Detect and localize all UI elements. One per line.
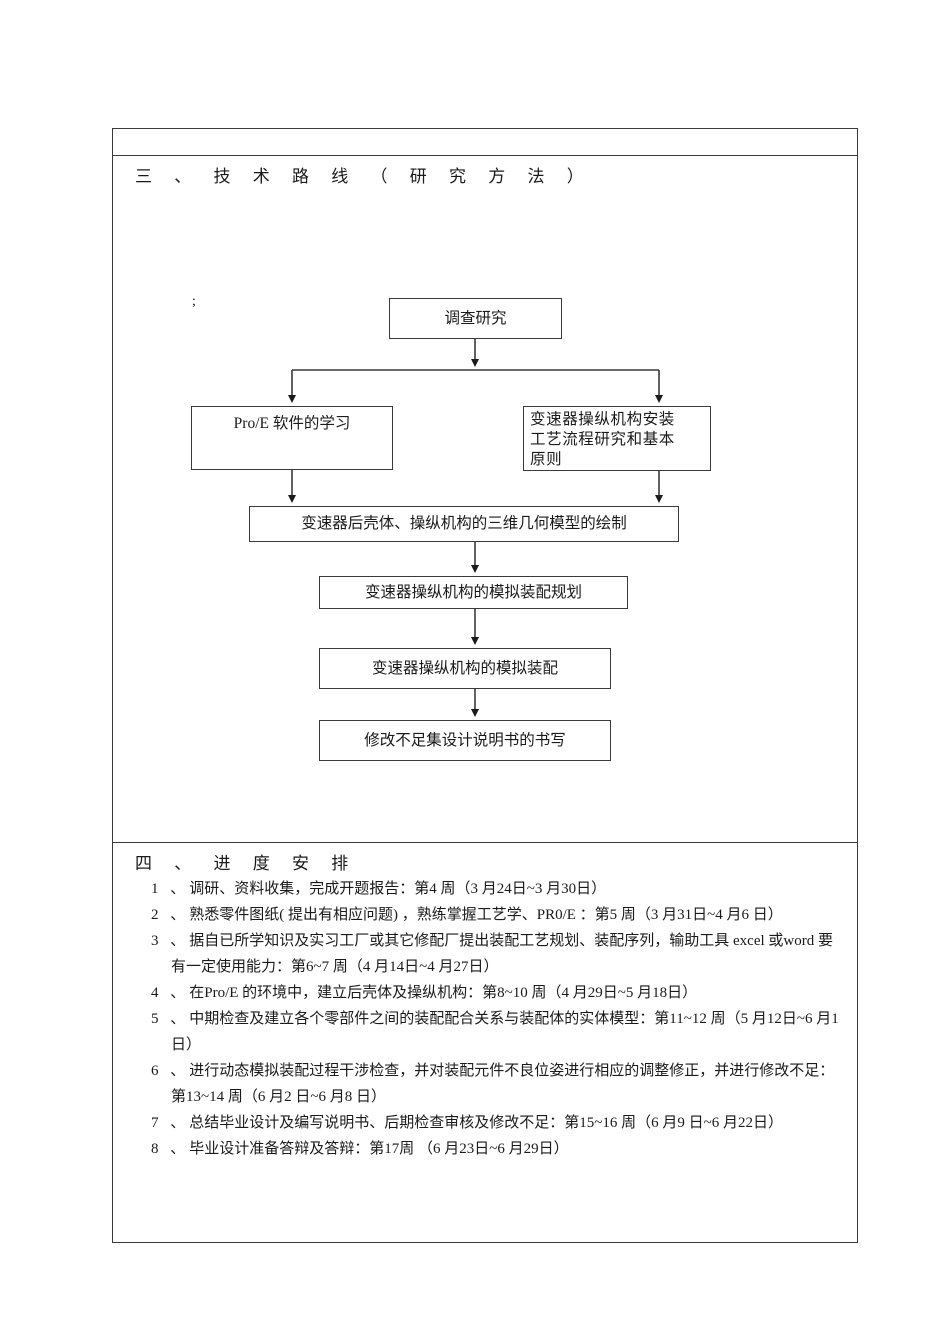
schedule-item-4-number: 4 、 [151,985,190,1001]
schedule-item-6: 6 、进行动态模拟装配过程干涉检查，并对装配元件不良位姿进行相应的调整修正，并进… [135,1058,843,1110]
flow-node-3d-modeling[interactable]: 变速器后壳体、操纵机构的三维几何模型的绘制 [249,506,679,542]
schedule-item-7: 7 、总结毕业设计及编写说明书、后期检查审核及修改不足：第15~16 周（6 月… [135,1110,843,1136]
flow-node-revise-and-write-label: 修改不足集设计说明书的书写 [364,732,566,749]
schedule-item-8-number: 8 、 [151,1141,190,1157]
technical-route-flowchart: ; [113,156,857,842]
schedule-item-1-number: 1 、 [151,881,190,897]
schedule-list: 1 、调研、资料收集，完成开题报告：第4 周（3 月24日~3 月30日） 2 … [113,876,857,1162]
schedule-cell: 四 、 进 度 安 排 1 、调研、资料收集，完成开题报告：第4 周（3 月24… [113,843,857,1241]
flow-node-process-research[interactable]: 变速器操纵机构安装 工艺流程研究和基本 原则 [523,406,711,471]
flow-node-proe-study-label: Pro/E 软件的学习 [233,415,351,432]
flow-node-assembly-planning[interactable]: 变速器操纵机构的模拟装配规划 [319,576,628,609]
schedule-item-1: 1 、调研、资料收集，完成开题报告：第4 周（3 月24日~3 月30日） [135,876,843,902]
technical-route-cell: 三 、 技 术 路 线 （ 研 究 方 法 ） ; [113,156,857,843]
flow-node-survey[interactable]: 调查研究 [389,298,562,339]
schedule-item-7-number: 7 、 [151,1115,190,1131]
schedule-item-5: 5 、中期检查及建立各个零部件之间的装配配合关系与装配体的实体模型：第11~12… [135,1006,843,1058]
schedule-item-2: 2 、熟悉零件图纸( 提出有相应问题) ，熟练掌握工艺学、PR0/E ：第5 周… [135,902,843,928]
schedule-item-6-text: 进行动态模拟装配过程干涉检查，并对装配元件不良位姿进行相应的调整修正，并进行修改… [171,1063,835,1105]
section-three-heading: 三 、 技 术 路 线 （ 研 究 方 法 ） [135,167,593,186]
flow-node-simulated-assembly-label: 变速器操纵机构的模拟装配 [371,660,558,677]
schedule-item-8: 8 、毕业设计准备答辩及答辩：第17周 （6 月23日~6 月29日） [135,1136,843,1162]
schedule-item-6-number: 6 、 [151,1063,190,1079]
schedule-item-3-text: 据自已所学知识及实习工厂或其它修配厂提出装配工艺规划、装配序列，输助工具 exc… [171,933,833,975]
flow-node-3d-modeling-label: 变速器后壳体、操纵机构的三维几何模型的绘制 [301,515,627,532]
flow-node-proe-study[interactable]: Pro/E 软件的学习 [191,406,393,470]
stray-semicolon-mark: ; [192,294,196,309]
flow-node-survey-label: 调查研究 [444,310,507,327]
schedule-item-2-text: 熟悉零件图纸( 提出有相应问题) ，熟练掌握工艺学、PR0/E ：第5 周（3 … [189,907,783,923]
schedule-item-3: 3 、据自已所学知识及实习工厂或其它修配厂提出装配工艺规划、装配序列，输助工具 … [135,928,843,980]
document-table: 三 、 技 术 路 线 （ 研 究 方 法 ） ; [112,128,858,1243]
schedule-item-4-text: 在Pro/E 的环境中，建立后壳体及操纵机构：第8~10 周（4 月29日~5 … [189,985,698,1001]
flow-node-assembly-planning-label: 变速器操纵机构的模拟装配规划 [364,584,582,601]
flow-node-process-research-label: 变速器操纵机构安装 工艺流程研究和基本 原则 [530,411,675,468]
table-spacer-row [113,129,857,156]
schedule-item-5-number: 5 、 [151,1011,190,1027]
schedule-item-4: 4 、在Pro/E 的环境中，建立后壳体及操纵机构：第8~10 周（4 月29日… [135,980,843,1006]
schedule-item-1-text: 调研、资料收集，完成开题报告：第4 周（3 月24日~3 月30日） [189,881,607,897]
schedule-item-8-text: 毕业设计准备答辩及答辩：第17周 （6 月23日~6 月29日） [189,1141,569,1157]
schedule-item-5-text: 中期检查及建立各个零部件之间的装配配合关系与装配体的实体模型：第11~12 周（… [171,1011,839,1053]
flow-node-revise-and-write[interactable]: 修改不足集设计说明书的书写 [319,720,611,761]
flow-node-simulated-assembly[interactable]: 变速器操纵机构的模拟装配 [319,648,611,689]
schedule-item-3-number: 3 、 [151,933,190,949]
schedule-item-2-number: 2 、 [151,907,190,923]
section-four-heading: 四 、 进 度 安 排 [135,854,358,873]
schedule-item-7-text: 总结毕业设计及编写说明书、后期检查审核及修改不足：第15~16 周（6 月9 日… [189,1115,783,1131]
